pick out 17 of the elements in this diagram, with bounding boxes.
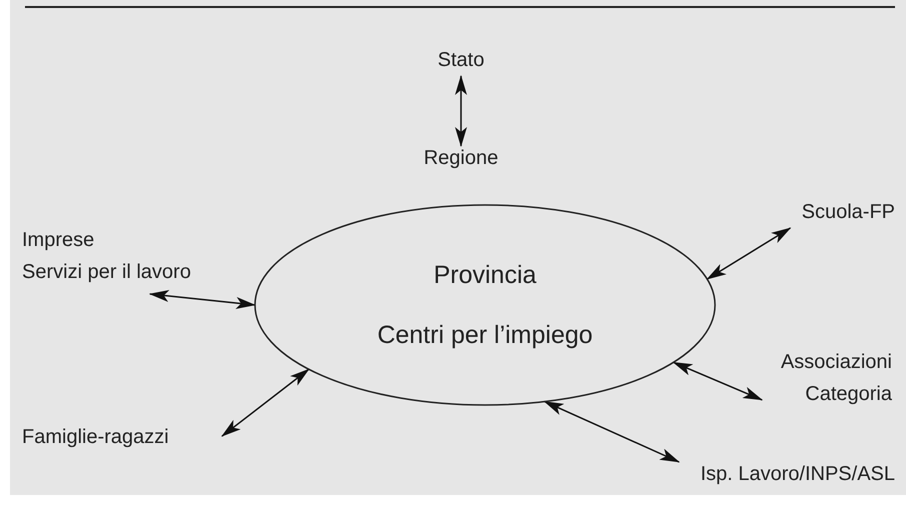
node-label: Stato (438, 48, 484, 72)
node-label: Centri per l’impiego (377, 320, 593, 350)
node-label: Servizi per il lavoro (22, 260, 191, 284)
node-label: Imprese (22, 228, 94, 252)
node-label: Scuola-FP (802, 200, 895, 224)
node-label: Associazioni (780, 350, 892, 374)
double-arrow (706, 227, 792, 280)
node-label: Famiglie-ragazzi (22, 425, 169, 449)
double-arrow (544, 400, 680, 463)
node-label: Isp. Lavoro/INPS/ASL (700, 462, 895, 486)
double-arrow (148, 290, 256, 309)
node-label: Regione (424, 146, 498, 170)
double-arrow (672, 362, 763, 401)
node-label: Categoria (805, 382, 892, 406)
node-label: Provincia (434, 260, 536, 290)
double-arrow (455, 75, 467, 147)
double-arrow (221, 368, 310, 437)
